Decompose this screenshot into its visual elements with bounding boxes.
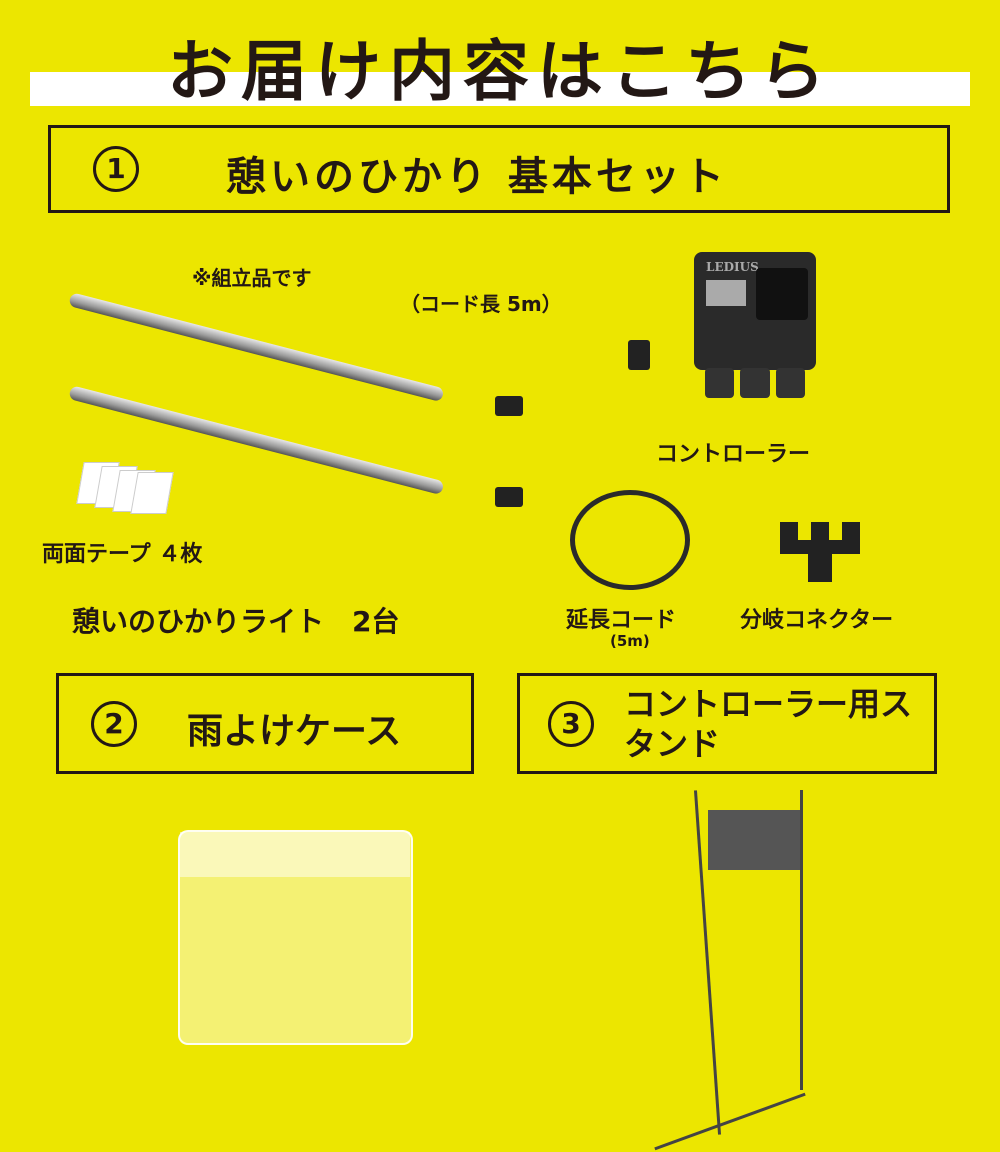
plug-icon xyxy=(495,487,523,507)
tape-label: 両面テープ ４枚 xyxy=(42,542,203,567)
section-number: 1 xyxy=(93,146,139,192)
controller-ports xyxy=(705,368,805,398)
section-label: コントローラー用スタンド xyxy=(624,685,913,763)
lights-label: 憩いのひかりライト 2台 xyxy=(72,605,400,638)
light-bar xyxy=(68,292,445,403)
cord-note: （コード長 5m） xyxy=(400,292,562,316)
section-label: 雨よけケース xyxy=(187,711,402,752)
section-label: 憩いのひかり 基本セット xyxy=(226,154,728,200)
controller-stand-image xyxy=(654,790,810,1151)
extension-cord-image xyxy=(570,490,690,590)
section-2-box: 2 雨よけケース xyxy=(56,673,474,774)
controller-image: LEDIUS xyxy=(694,252,816,370)
extension-label: 延長コード xyxy=(566,608,677,633)
extension-length: (5m) xyxy=(610,632,650,650)
rain-cover-case-image xyxy=(178,830,413,1045)
controller-label: コントローラー xyxy=(656,442,811,467)
tape-icon xyxy=(76,462,174,514)
section-3-box: 3 コントローラー用スタンド xyxy=(517,673,937,774)
splitter-image xyxy=(780,522,860,582)
page-title: お届け内容はこちら xyxy=(167,33,833,110)
controller-logo: LEDIUS xyxy=(706,260,759,274)
title-band xyxy=(30,72,970,106)
assembled-note: ※組立品です xyxy=(192,266,312,290)
section-number: 3 xyxy=(548,701,594,747)
plug-icon xyxy=(628,340,650,370)
plug-icon xyxy=(495,396,523,416)
section-1-box: 1 憩いのひかり 基本セット xyxy=(48,125,950,213)
section-number: 2 xyxy=(91,701,137,747)
splitter-label: 分岐コネクター xyxy=(740,608,894,633)
